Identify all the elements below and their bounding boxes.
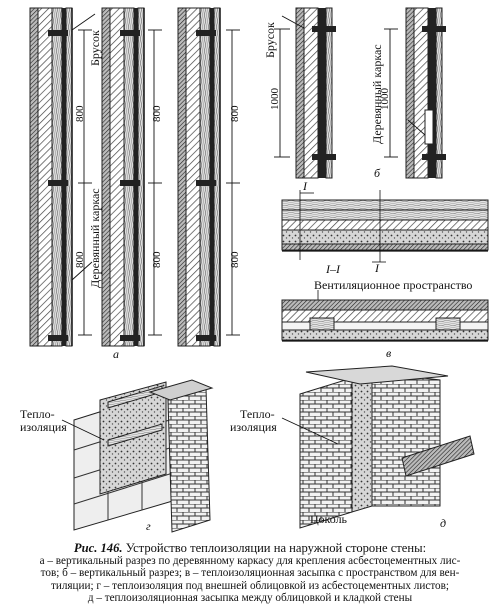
panel-letter-v: в (386, 346, 391, 360)
label-karkas-a: Деревянный каркас (88, 188, 102, 288)
label-insulation-g-2: изоляция (20, 420, 67, 434)
panel-letter-d: д (440, 516, 446, 530)
dim-800-a2: 800 (74, 251, 86, 268)
figure-drawing: Брусок Деревянный каркас 800 800 800 800… (20, 7, 489, 533)
panel-b-sections (274, 7, 446, 179)
panel-d-drawing (281, 365, 475, 529)
caption-line-1: а – вертикальный разрез по деревянному к… (39, 555, 461, 567)
panel-g-drawing (61, 379, 214, 533)
dim-800-a6: 800 (229, 251, 241, 268)
dim-1000-b2: 1000 (379, 88, 391, 111)
label-plinth: Цоколь (310, 512, 348, 526)
dim-800-a1: 800 (74, 105, 86, 122)
dim-800-a4: 800 (151, 251, 163, 268)
label-brusok-b: Брусок (263, 22, 277, 58)
figure-caption: Рис. 146. Устройство теплоизоляции на на… (4, 541, 496, 605)
caption-title: Устройство теплоизоляции на наружной сто… (125, 541, 427, 555)
label-insulation-d-2: изоляция (230, 420, 277, 434)
dim-800-a3: 800 (151, 105, 163, 122)
panel-a-sections (29, 7, 240, 347)
label-brusok-a: Брусок (88, 30, 102, 66)
caption-title-line: Рис. 146. Устройство теплоизоляции на на… (4, 541, 496, 555)
panel-letter-b: б (374, 166, 381, 180)
section-mark-bottom: I (374, 261, 380, 275)
dim-1000-b1: 1000 (269, 88, 281, 111)
dim-800-a5: 800 (229, 105, 241, 122)
section-mark-top: I (302, 179, 308, 193)
panel-letter-a: а (113, 347, 119, 361)
caption-figure-number: Рис. 146. (73, 541, 123, 555)
panel-letter-g: г (146, 519, 151, 533)
label-karkas-b: Деревянный каркас (370, 44, 384, 144)
caption-line-4: д – теплоизоляционная засыпка между обли… (87, 592, 413, 605)
section-label: I–I (325, 262, 341, 276)
panel-v-sections (281, 190, 489, 342)
label-insulation-g-1: Тепло- (20, 407, 55, 421)
caption-line-3: тиляции; г – теплоизоляция под внешней о… (50, 579, 450, 592)
label-insulation-d-1: Тепло- (240, 407, 275, 421)
label-ventilation: Вентиляционное пространство (314, 278, 472, 292)
caption-line-2: тов; б – вертикальный разрез; в – теплои… (40, 567, 460, 580)
